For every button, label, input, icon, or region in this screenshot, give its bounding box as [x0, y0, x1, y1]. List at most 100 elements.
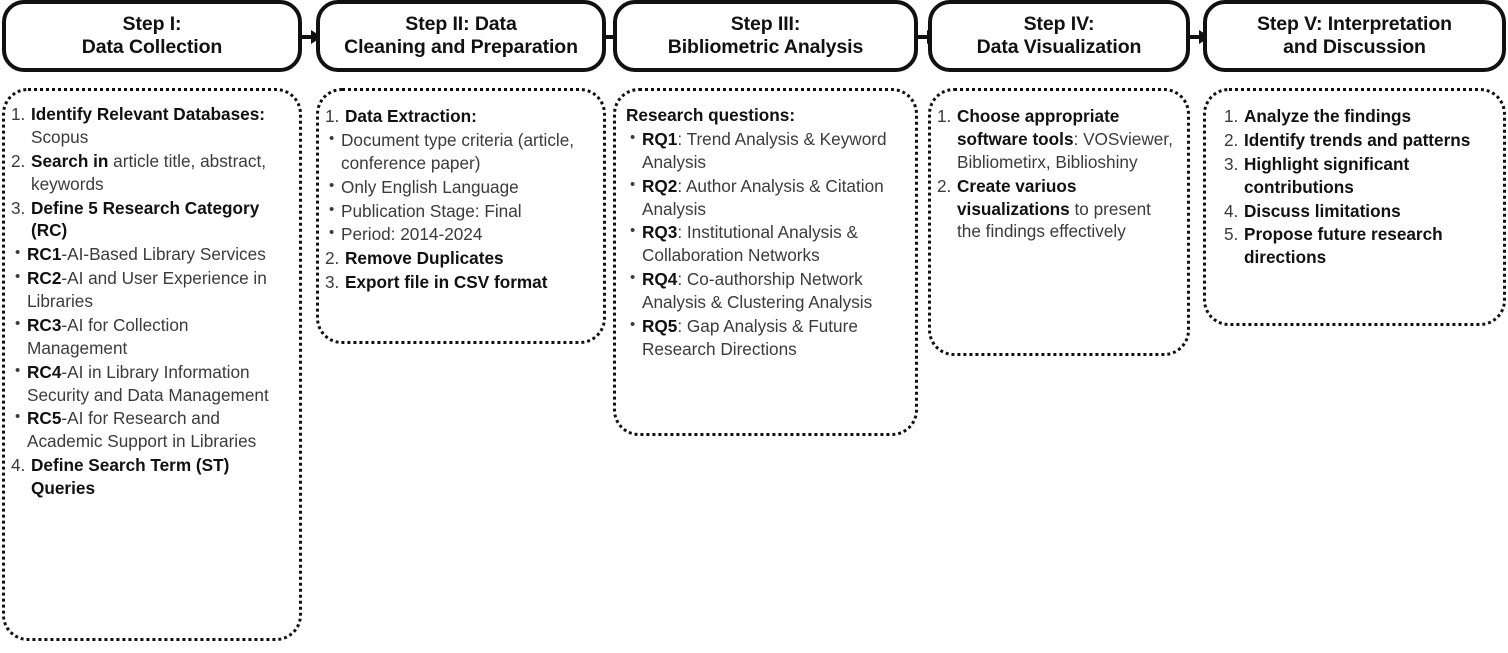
list-item: 1.Choose appropriate software tools: VOS… [937, 105, 1177, 174]
step-body-2: 1.Data Extraction:•Document type criteri… [316, 88, 606, 344]
list-item: • Only English Language [325, 176, 593, 199]
list-item-text: Propose future research directions [1244, 224, 1443, 268]
list-item: • Publication Stage: Final [325, 200, 593, 223]
step-header-3[interactable]: Step III: Bibliometric Analysis [613, 0, 918, 72]
step-header-2[interactable]: Step II: Data Cleaning and Preparation [316, 0, 606, 72]
list-item: •RC2-AI and User Experience in Libraries [11, 267, 287, 313]
list-item-text: RC5-AI for Research and Academic Support… [27, 408, 257, 452]
number-marker: 4. [11, 455, 26, 476]
list-item-text: RQ4: Co-authorship Network Analysis & Cl… [642, 269, 873, 312]
number-marker: 1. [1224, 106, 1239, 126]
list-item: 4.Define Search Term (ST) Queries [11, 454, 287, 500]
list-item-text: Identify Relevant Databases: Scopus [31, 104, 266, 147]
bullet-marker: • [15, 408, 21, 426]
list-item: 2.Search in article title, abstract, key… [11, 150, 287, 196]
flow-column-4: Step IV: Data Visualization 1.Choose appr… [928, 0, 1190, 356]
bullet-marker: • [15, 314, 21, 332]
list-item-text: Discuss limitations [1244, 200, 1401, 221]
list-item-text: Document type criteria (article, confere… [341, 129, 575, 173]
number-marker: 2. [11, 150, 26, 171]
list-item-text: Remove Duplicates [345, 248, 504, 269]
bullet-marker: • [630, 222, 636, 240]
list-item-text: RQ2: Author Analysis & Citation Analysis [642, 175, 884, 219]
list-item: • Document type criteria (article, confer… [325, 129, 593, 175]
list-item-text: Search in article title, abstract, keywo… [31, 150, 266, 194]
step-header-title: Step IV: Data Visualization [976, 13, 1142, 58]
bullet-marker: • [630, 175, 636, 193]
number-marker: 4. [1224, 200, 1239, 221]
list-item: Research questions: [626, 104, 905, 127]
bullet-marker: • [630, 315, 636, 333]
step-body-4: 1.Choose appropriate software tools: VOS… [928, 88, 1190, 356]
list-item: 1.Identify Relevant Databases: Scopus [11, 103, 287, 149]
bullet-marker: • [329, 200, 335, 218]
list-item-text: RC3-AI for Collection Management [27, 314, 189, 358]
list-item-text: Create variuos visualizations to present… [957, 175, 1151, 242]
number-marker: 3. [1224, 153, 1239, 174]
number-marker: 5. [1224, 224, 1239, 245]
step-header-1[interactable]: Step I: Data Collection [2, 0, 302, 72]
step-header-5[interactable]: Step V: Interpretation and Discussion [1203, 0, 1506, 72]
list-item-text: Export file in CSV format [345, 272, 548, 293]
list-item-text: Only English Language [341, 176, 519, 197]
step-header-4[interactable]: Step IV: Data Visualization [928, 0, 1190, 72]
list-item-text: Analyze the findings [1244, 106, 1412, 126]
list-item-text: Define Search Term (ST) Queries [31, 455, 230, 498]
bullet-marker: • [15, 268, 21, 286]
list-item-text: Define 5 Research Category (RC) [31, 197, 260, 241]
list-item-text: Publication Stage: Final [341, 200, 522, 221]
list-item-text: Choose appropriate software tools: VOSvi… [957, 106, 1173, 172]
list-item: • RC3-AI for Collection Management [11, 314, 287, 360]
number-marker: 2. [325, 248, 340, 269]
arrow-shaft [300, 35, 314, 39]
step-item-list: Research questions:•RQ1: Trend Analysis … [626, 104, 905, 361]
bullet-marker: • [329, 224, 335, 242]
number-marker: 1. [937, 106, 952, 126]
arrow-shaft [1188, 35, 1202, 39]
list-item: • RQ2: Author Analysis & Citation Analysi… [626, 175, 905, 221]
list-item-text: RC1-AI-Based Library Services [27, 244, 266, 265]
bullet-marker: • [329, 176, 335, 194]
list-item: 2.Create variuos visualizations to prese… [937, 175, 1177, 244]
list-item-text: Highlight significant contributions [1244, 153, 1410, 197]
list-item: • RC1-AI-Based Library Services [11, 243, 287, 266]
number-marker: 2. [937, 175, 952, 196]
flow-column-5: Step V: Interpretation and Discussion 1.A… [1203, 0, 1506, 326]
list-item: • RQ4: Co-authorship Network Analysis & C… [626, 268, 905, 314]
list-item-text: RC4-AI in Library Information Security a… [27, 361, 269, 405]
step-header-title: Step V: Interpretation and Discussion [1257, 13, 1452, 58]
list-item: 3.Highlight significant contributions [1224, 153, 1493, 199]
number-marker: 3. [11, 197, 26, 218]
list-item-text: RQ5: Gap Analysis & Future Research Dire… [642, 315, 858, 359]
number-marker: 1. [325, 106, 340, 126]
step-header-title: Step III: Bibliometric Analysis [667, 13, 864, 58]
list-item: • RQ5: Gap Analysis & Future Research Dir… [626, 315, 905, 361]
list-item: 2.Remove Duplicates [325, 247, 593, 270]
step-body-3: Research questions:•RQ1: Trend Analysis … [613, 88, 918, 436]
list-item: •RC4-AI in Library Information Security … [11, 361, 287, 407]
list-item: 1.Data Extraction: [325, 105, 593, 128]
flow-column-1: Step I: Data Collection 1.Identify Releva… [2, 0, 302, 641]
bullet-marker: • [329, 129, 335, 147]
list-item: 2.Identify trends and patterns [1224, 129, 1493, 152]
list-item-text: Identify trends and patterns [1244, 129, 1471, 150]
list-item: 1.Analyze the findings [1224, 105, 1493, 128]
bullet-marker: • [630, 128, 636, 146]
list-item-text: Data Extraction: [345, 106, 477, 126]
list-item-text: RQ1: Trend Analysis & Keyword Analysis [642, 128, 887, 172]
list-item: • RQ1: Trend Analysis & Keyword Analysis [626, 128, 905, 174]
list-item: • RC5-AI for Research and Academic Suppor… [11, 407, 287, 453]
arrow-shaft [604, 35, 618, 39]
bullet-marker: • [630, 269, 636, 287]
bullet-marker: • [15, 244, 21, 262]
number-marker: 1. [11, 104, 26, 124]
list-item: 3.Export file in CSV format [325, 271, 593, 294]
step-header-title: Step I: Data Collection [81, 13, 223, 58]
step-item-list: 1.Data Extraction:•Document type criteri… [325, 105, 593, 294]
